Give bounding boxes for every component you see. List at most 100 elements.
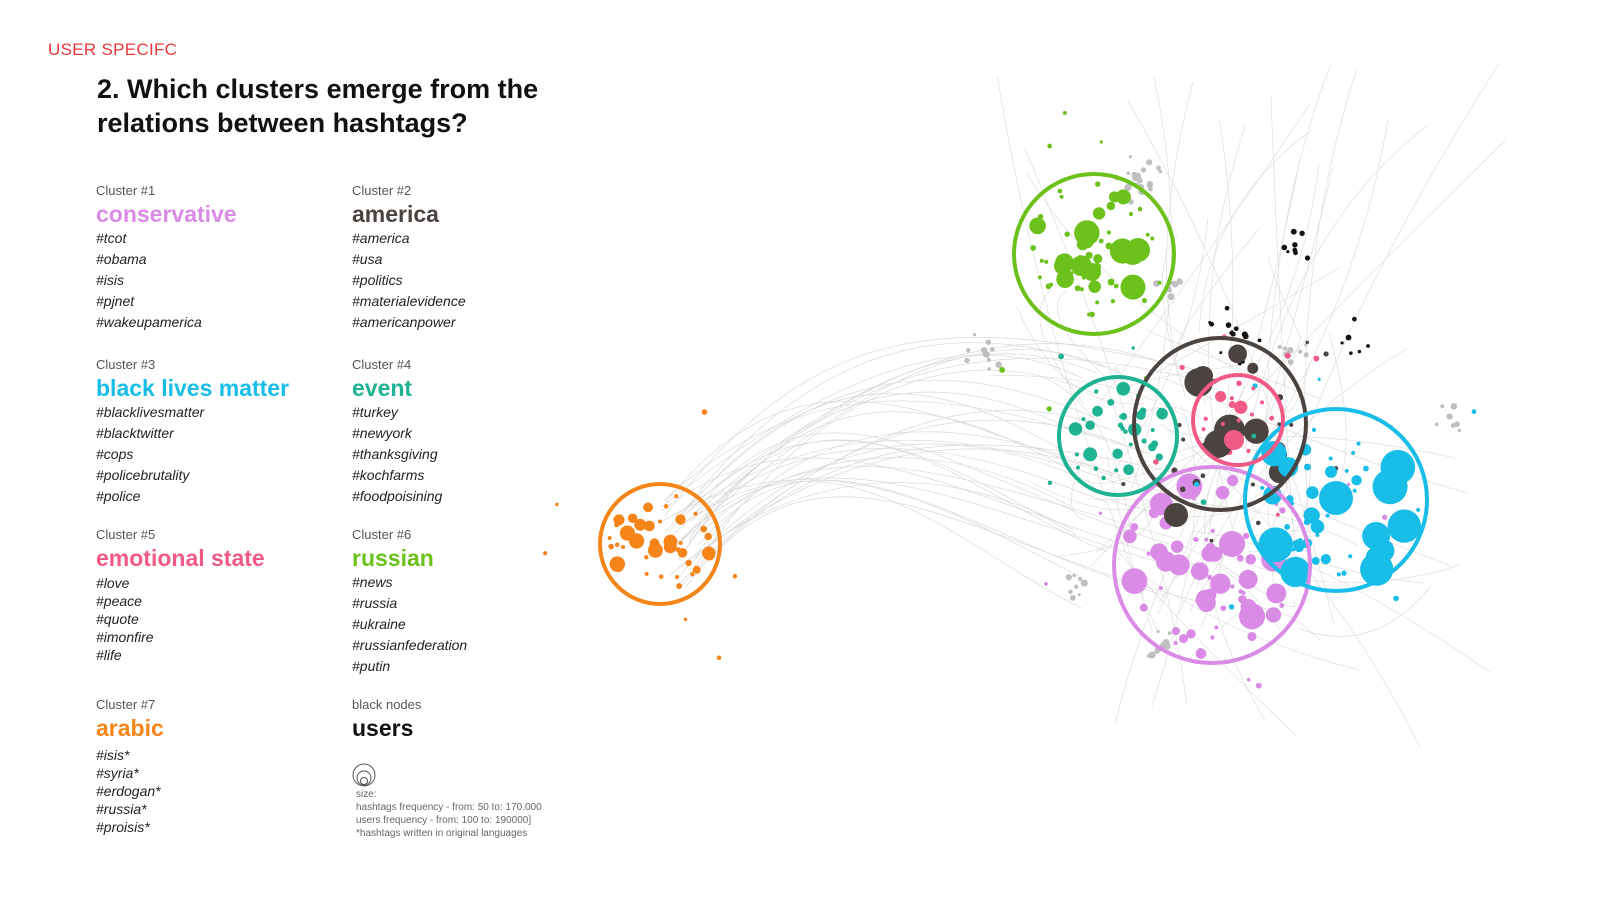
hashtag-node [1203, 416, 1208, 421]
cluster-name: emotional state [96, 545, 265, 571]
hashtag: #materialevidence [352, 293, 466, 309]
hashtag-node [1372, 532, 1382, 541]
hashtag: #quote [96, 611, 139, 627]
hashtag-node [1167, 288, 1172, 293]
hashtag-node [644, 520, 655, 532]
hashtag-node [1156, 165, 1162, 171]
hashtag-node [1073, 584, 1079, 589]
user-node [1257, 338, 1262, 343]
hashtag: #americanpower [352, 314, 456, 330]
hashtag-node [1193, 366, 1213, 386]
cluster-rings [598, 172, 1429, 665]
network-edge [1244, 125, 1428, 449]
hashtag-node [1141, 438, 1147, 444]
cluster-ring-event [1057, 375, 1179, 497]
hashtag-node [1130, 523, 1139, 531]
cluster-name: black lives matter [96, 375, 290, 401]
hashtag-node [1089, 311, 1095, 318]
cluster-id: Cluster #5 [96, 527, 156, 542]
network-edge [1270, 96, 1293, 515]
cluster-ring-arabic [598, 482, 722, 606]
hashtag-node [1137, 206, 1143, 212]
hashtag-node [1245, 554, 1257, 565]
hashtag-node [1107, 398, 1115, 406]
hashtag-node [1094, 389, 1099, 394]
network-edge [1268, 63, 1500, 542]
cluster-ring-emotional-state [1191, 373, 1285, 467]
hashtag-node [1181, 437, 1186, 442]
hashtag-node [1234, 400, 1248, 414]
hashtag-node [1170, 540, 1184, 554]
hashtag-node [1440, 404, 1445, 409]
network-edge [665, 379, 1101, 533]
hashtag-node [1083, 225, 1088, 230]
user-node [1290, 228, 1297, 235]
hashtag-node [1215, 390, 1227, 403]
hashtag-node [1185, 561, 1190, 566]
hashtag-node [1246, 448, 1251, 454]
hashtag-node [1150, 427, 1155, 432]
hashtag-node [1238, 603, 1266, 630]
cluster-id: Cluster #7 [96, 697, 156, 712]
hashtag-node [1134, 172, 1142, 180]
hashtag-node [987, 367, 991, 371]
hashtag-node [1126, 238, 1150, 262]
hashtag-node [1186, 629, 1196, 639]
cluster-5-legend: Cluster #5 emotional state #love #peace … [96, 526, 346, 664]
hashtag-node [1325, 465, 1338, 478]
hashtag-node [1075, 465, 1081, 470]
hashtag-node [1106, 201, 1116, 211]
section-tag: USER SPECIFC [48, 40, 178, 59]
hashtag-node [1029, 217, 1046, 235]
hashtag-node [1171, 280, 1179, 288]
user-node [1233, 326, 1239, 332]
hashtag-node [619, 525, 635, 541]
hashtag-node [678, 541, 683, 546]
hashtag-node [1356, 441, 1361, 446]
user-node [1352, 316, 1357, 322]
hashtag-node [1148, 507, 1160, 519]
hashtag-node [1311, 556, 1320, 565]
hashtag-node [555, 502, 559, 507]
network-edge [677, 482, 1074, 569]
hashtag-node [1047, 480, 1053, 486]
hashtag-node [1247, 362, 1259, 374]
hashtag-node [1315, 525, 1320, 530]
hashtag-node [1289, 422, 1294, 427]
hashtag-node [1317, 377, 1321, 381]
hashtag-node [1123, 529, 1137, 544]
hashtag-node [1047, 143, 1053, 149]
hashtag-node [1080, 579, 1088, 587]
hashtag: #imonfire [96, 629, 154, 645]
cluster-2-legend: Cluster #2 america #america #usa #politi… [352, 182, 602, 333]
hashtag-node [1110, 191, 1117, 199]
cluster-id: Cluster #4 [352, 357, 412, 372]
hashtag-node [627, 513, 638, 524]
hashtag-node [1303, 507, 1320, 524]
hashtag-node [1171, 627, 1181, 636]
hashtag-node [1228, 604, 1235, 610]
hashtag-node [1228, 344, 1247, 364]
hashtag-node [1140, 167, 1147, 173]
user-node [1219, 351, 1223, 355]
cluster-name: users [352, 715, 414, 741]
user-node [1281, 244, 1288, 251]
hashtag-node [1092, 225, 1097, 231]
cluster-name: russian [352, 545, 434, 571]
hashtag-node [663, 534, 678, 549]
network-edge [1039, 287, 1084, 404]
hashtag-node [1224, 430, 1244, 450]
hashtag-node [1179, 634, 1189, 644]
hashtag-node [1260, 400, 1265, 405]
cluster-6-legend: Cluster #6 russian #news #russia #ukrain… [352, 526, 602, 677]
hashtag-node [1393, 595, 1399, 602]
hashtag-node [1177, 422, 1182, 428]
hashtag-node [1242, 532, 1250, 540]
cluster-ring-conservative [1112, 465, 1312, 665]
hashtag-node [986, 357, 991, 363]
hashtag-node [1348, 554, 1353, 559]
network-edge [1229, 555, 1462, 584]
hashtag-node [1250, 482, 1255, 487]
hashtag-node [1156, 629, 1160, 634]
hashtag-node [1101, 475, 1106, 481]
